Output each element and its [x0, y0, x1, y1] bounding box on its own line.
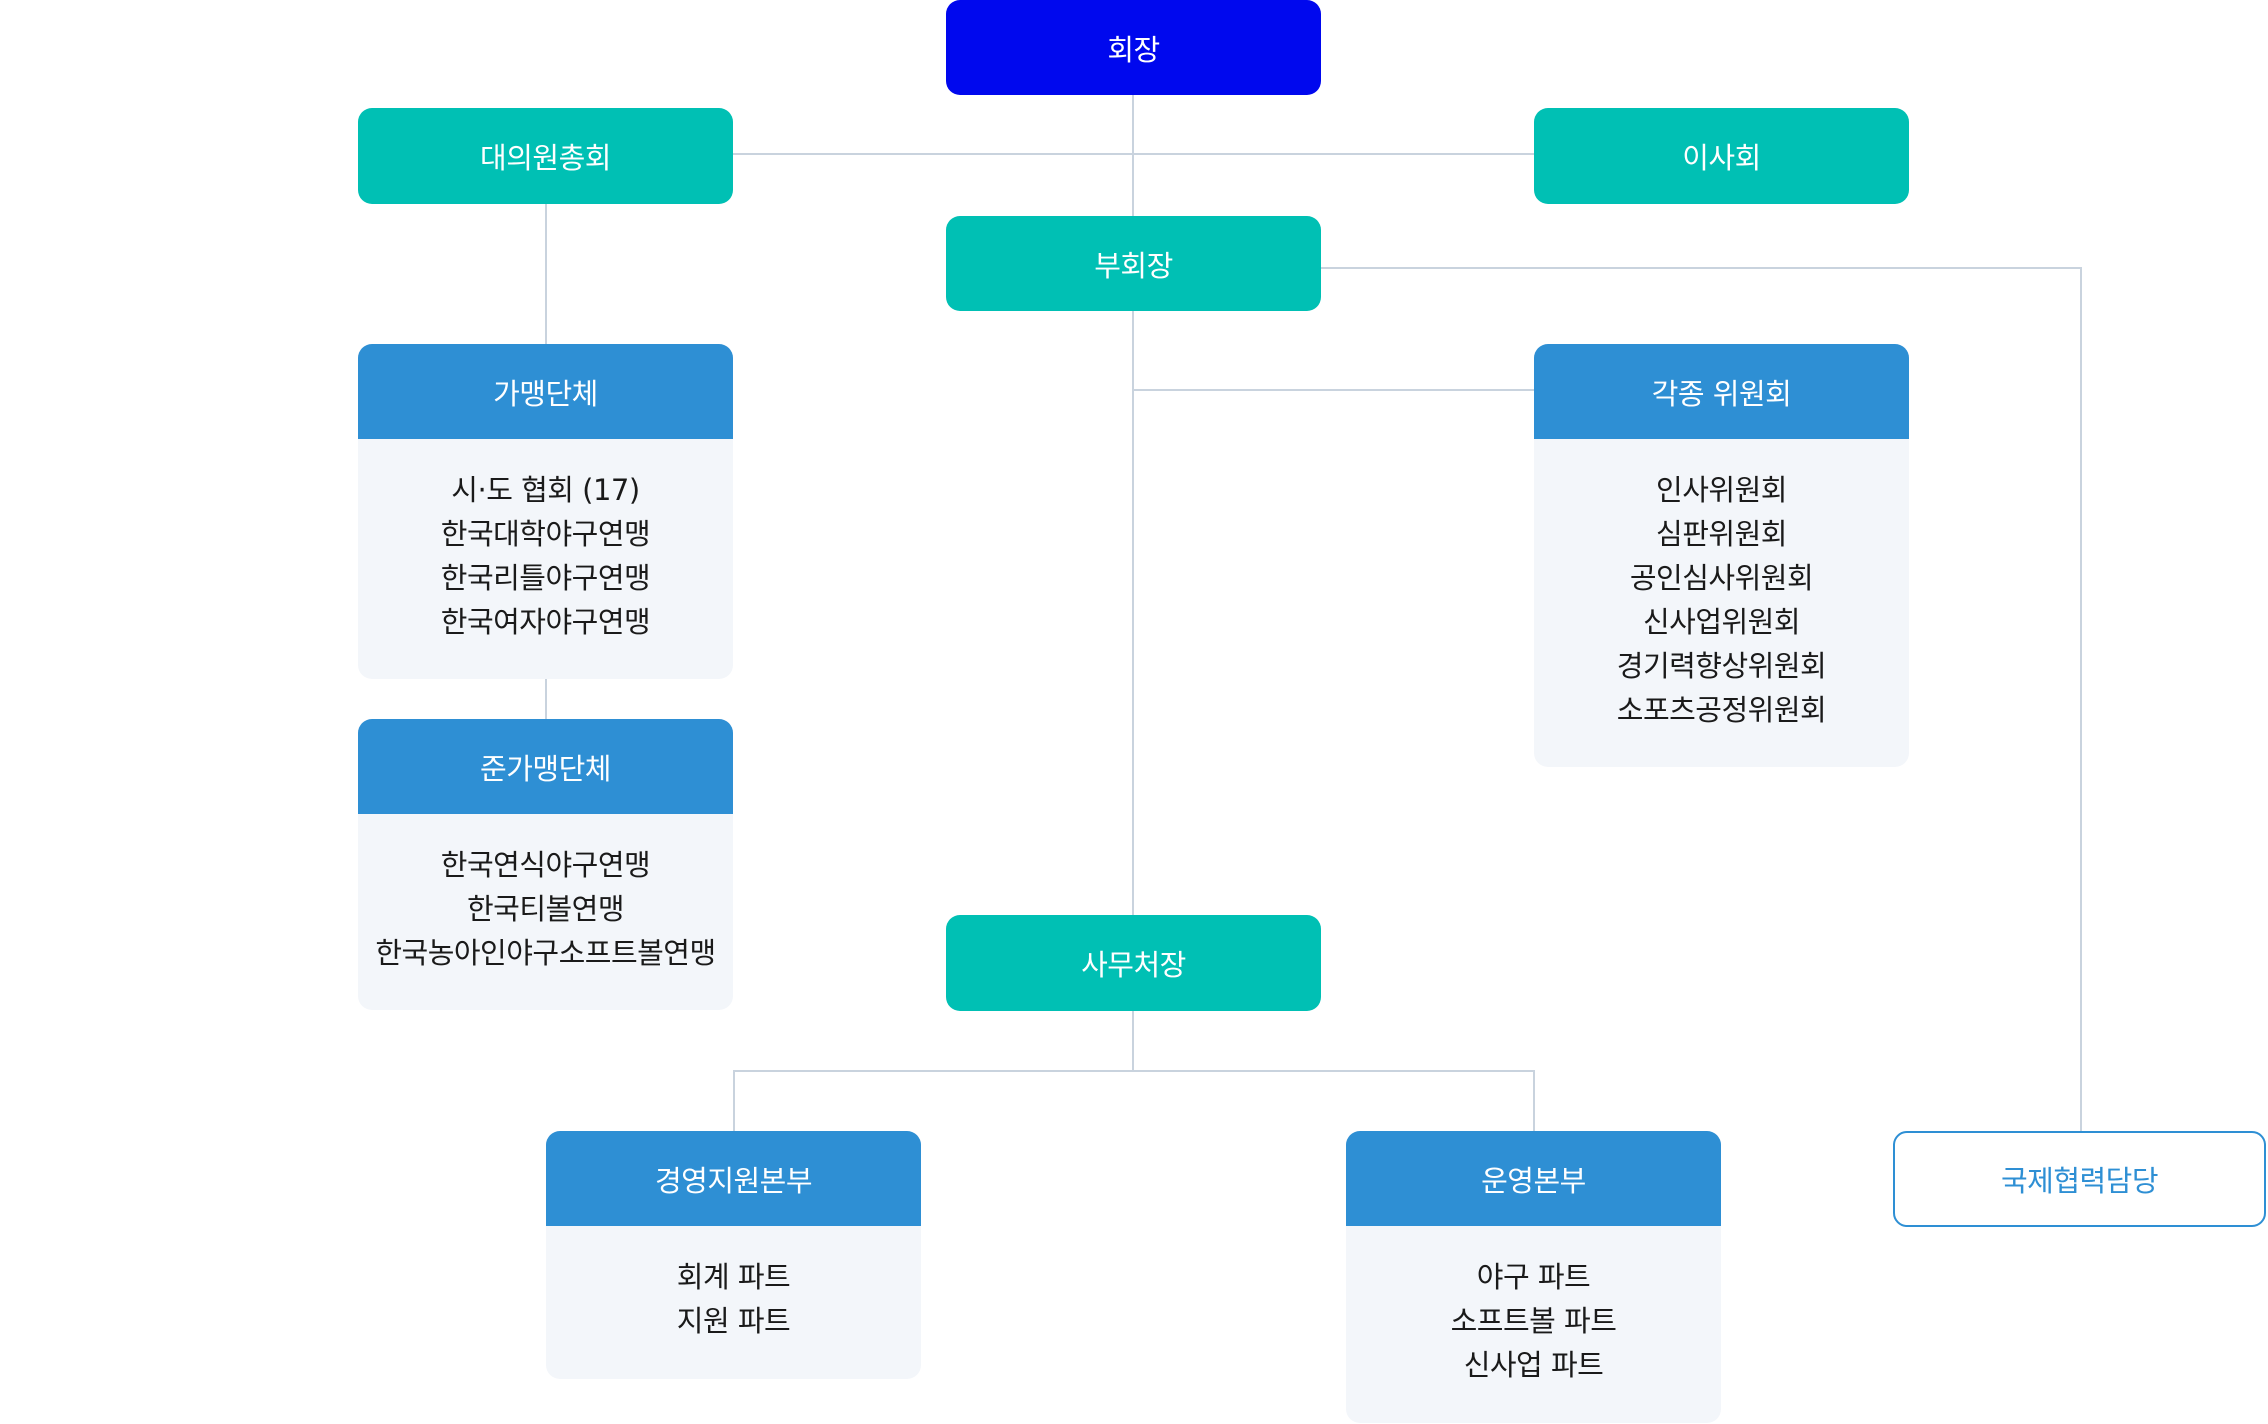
member-orgs-title: 가맹단체: [358, 344, 733, 439]
list-item: 한국여자야구연맹: [440, 605, 651, 639]
management-support-list: 회계 파트 지원 파트: [546, 1226, 921, 1343]
list-item: 한국연식야구연맹: [440, 848, 651, 882]
committees-title: 각종 위원회: [1534, 344, 1909, 439]
associate-orgs-card[interactable]: 준가맹단체 한국연식야구연맹 한국티볼연맹 한국농아인야구소프트볼연맹: [358, 719, 733, 1010]
connector-vice-to-international: [1321, 267, 2082, 1131]
committees-card[interactable]: 각종 위원회 인사위원회 심판위원회 공인심사위원회 신사업위원회 경기력향상위…: [1534, 344, 1909, 767]
secretary-general-node[interactable]: 사무처장: [946, 915, 1321, 1011]
list-item: 회계 파트: [676, 1260, 791, 1294]
list-item: 한국대학야구연맹: [440, 517, 651, 551]
list-item: 경기력향상위원회: [1616, 649, 1827, 683]
associate-orgs-list: 한국연식야구연맹 한국티볼연맹 한국농아인야구소프트볼연맹: [358, 814, 733, 975]
member-orgs-list: 시·도 협회 (17) 한국대학야구연맹 한국리틀야구연맹 한국여자야구연맹: [358, 439, 733, 644]
list-item: 인사위원회: [1656, 473, 1787, 507]
management-support-card[interactable]: 경영지원본부 회계 파트 지원 파트: [546, 1131, 921, 1379]
operations-title: 운영본부: [1346, 1131, 1721, 1226]
list-item: 한국리틀야구연맹: [440, 561, 651, 595]
board-node[interactable]: 이사회: [1534, 108, 1909, 204]
list-item: 심판위원회: [1656, 517, 1787, 551]
list-item: 시·도 협회 (17): [451, 473, 640, 507]
associate-orgs-title: 준가맹단체: [358, 719, 733, 814]
operations-list: 야구 파트 소프트볼 파트 신사업 파트: [1346, 1226, 1721, 1387]
list-item: 소포츠공정위원회: [1616, 693, 1827, 727]
president-node[interactable]: 회장: [946, 0, 1321, 95]
list-item: 소프트볼 파트: [1450, 1304, 1617, 1338]
international-cooperation-node[interactable]: 국제협력담당: [1893, 1131, 2266, 1227]
management-support-title: 경영지원본부: [546, 1131, 921, 1226]
operations-card[interactable]: 운영본부 야구 파트 소프트볼 파트 신사업 파트: [1346, 1131, 1721, 1423]
list-item: 야구 파트: [1476, 1260, 1591, 1294]
list-item: 지원 파트: [676, 1304, 791, 1338]
list-item: 신사업위원회: [1642, 605, 1801, 639]
committees-list: 인사위원회 심판위원회 공인심사위원회 신사업위원회 경기력향상위원회 소포츠공…: [1534, 439, 1909, 732]
list-item: 한국농아인야구소프트볼연맹: [375, 936, 716, 970]
member-orgs-card[interactable]: 가맹단체 시·도 협회 (17) 한국대학야구연맹 한국리틀야구연맹 한국여자야…: [358, 344, 733, 679]
list-item: 신사업 파트: [1463, 1348, 1604, 1382]
connector-secretary-branches: [733, 1070, 1535, 1131]
list-item: 한국티볼연맹: [466, 892, 625, 926]
vice-president-node[interactable]: 부회장: [946, 216, 1321, 311]
list-item: 공인심사위원회: [1629, 561, 1814, 595]
general-assembly-node[interactable]: 대의원총회: [358, 108, 733, 204]
